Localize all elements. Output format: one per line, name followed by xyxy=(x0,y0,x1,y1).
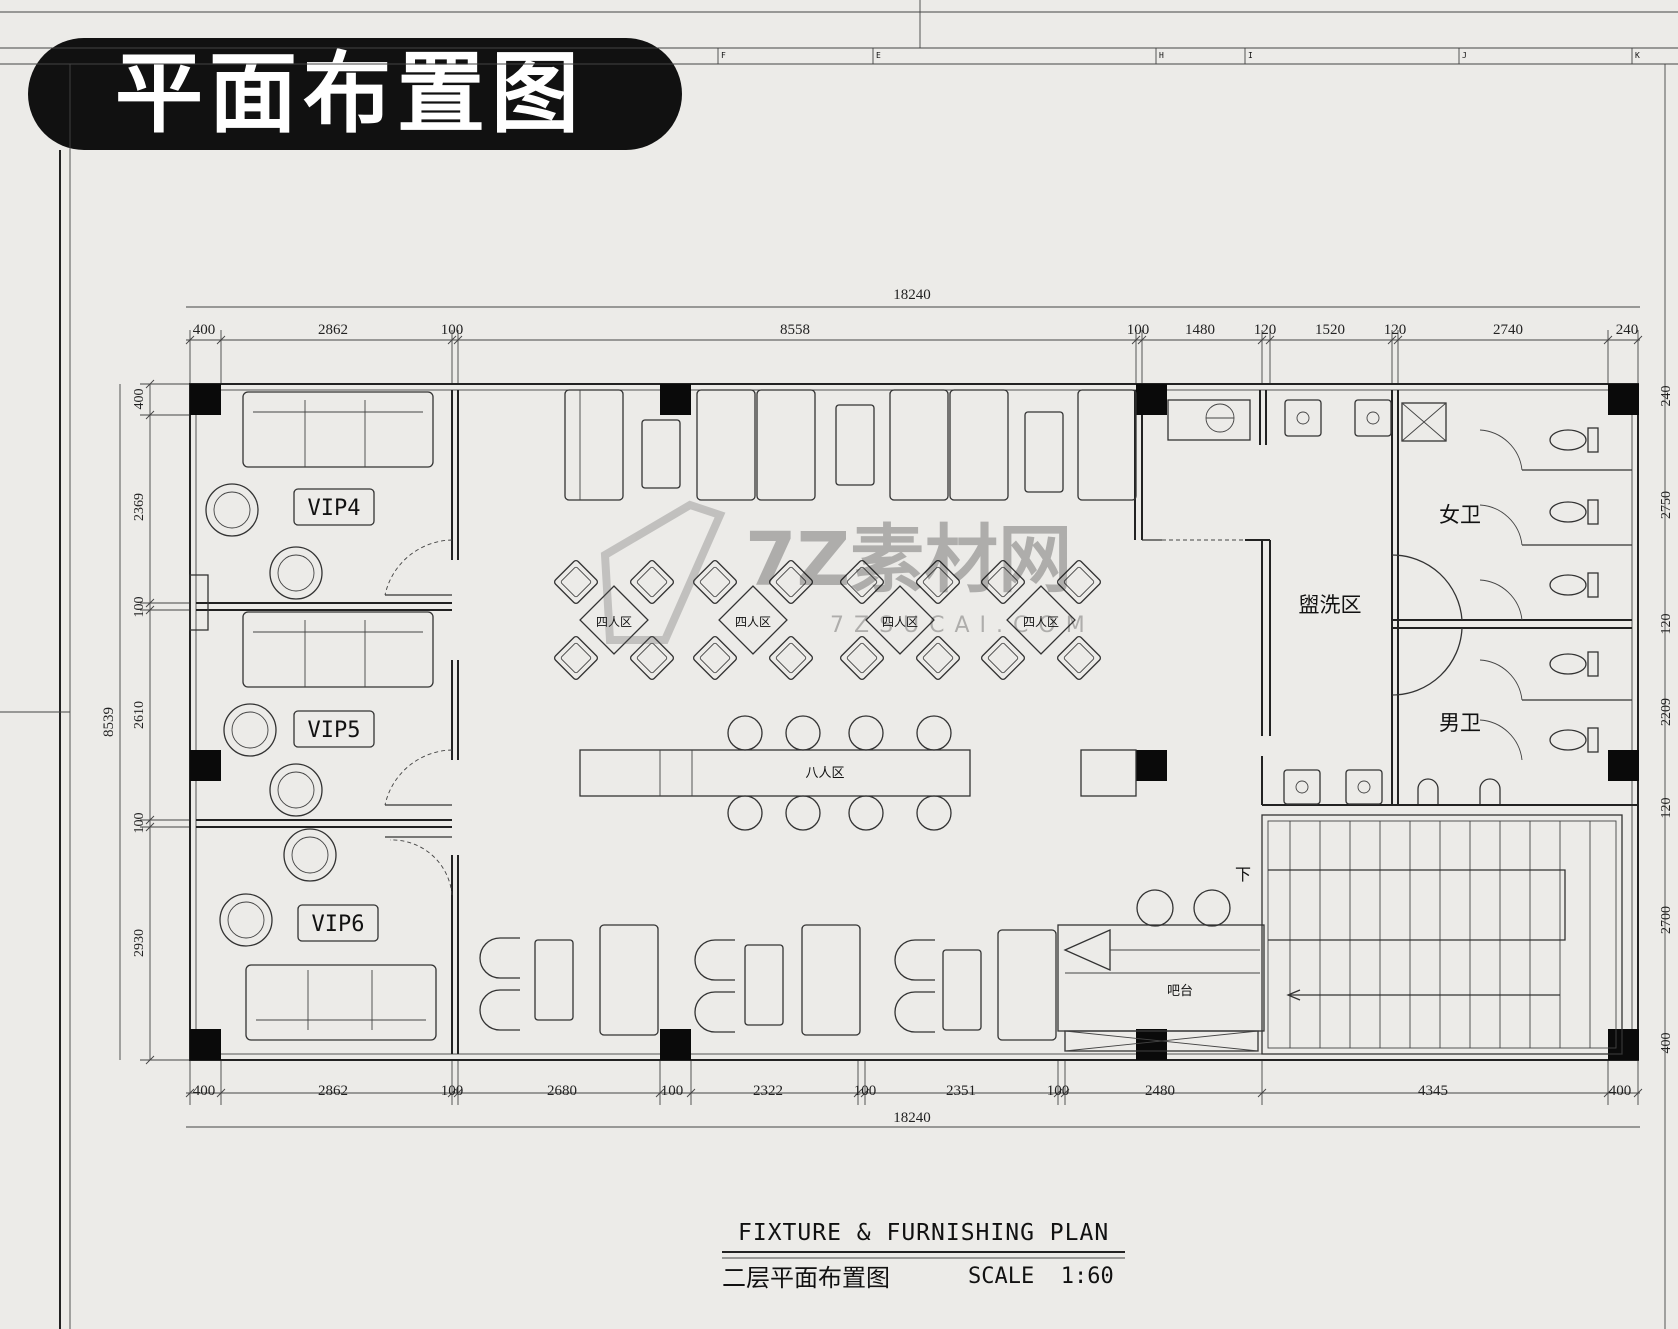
dim-label: 2700 xyxy=(1659,906,1674,934)
toilet xyxy=(1549,427,1599,453)
zone-label-four-2: 四人区 xyxy=(735,615,771,629)
dim-label: 2351 xyxy=(946,1083,976,1099)
dim-label: 2610 xyxy=(132,701,147,729)
zone-label-eight: 八人区 xyxy=(805,766,844,781)
bar-label: 吧台 xyxy=(1167,984,1193,999)
toilet xyxy=(1549,572,1599,598)
dim-label: 100 xyxy=(1047,1083,1070,1099)
grid-letter: F xyxy=(721,51,726,60)
dim-label: 100 xyxy=(1127,322,1150,338)
dim-bottom-total: 18240 xyxy=(893,1110,931,1126)
dim-label: 2480 xyxy=(1145,1083,1175,1099)
four-seat-table xyxy=(980,559,1102,681)
dim-label: 400 xyxy=(1609,1083,1632,1099)
dim-label: 120 xyxy=(1254,322,1277,338)
toilet xyxy=(1549,651,1599,677)
room-label-mens: 男卫 xyxy=(1439,711,1481,735)
watermark-sub: 7ZSUCAI.COM xyxy=(830,613,1095,638)
toilet xyxy=(1549,499,1599,525)
bar-counter xyxy=(1057,889,1265,1052)
dim-label: 2322 xyxy=(753,1083,783,1099)
dim-label: 240 xyxy=(1616,322,1639,338)
dim-label: 100 xyxy=(661,1083,684,1099)
dimension-labels: 400 2862 100 8558 100 1480 120 1520 120 2740 240 40… xyxy=(132,322,1674,1099)
dim-label: 2369 xyxy=(132,493,147,521)
dim-label: 2680 xyxy=(547,1083,577,1099)
four-seat-table xyxy=(553,559,675,681)
grid-letter: H xyxy=(1159,51,1164,60)
watermark: 7Z素材网 7ZSUCAI.COM xyxy=(600,500,1095,644)
dim-label: 2740 xyxy=(1493,322,1523,338)
dim-label: 8558 xyxy=(780,322,810,338)
dim-label: 2209 xyxy=(1659,698,1674,726)
dim-left-total: 8539 xyxy=(101,707,117,737)
dim-label: 120 xyxy=(1659,614,1674,635)
four-seat-table xyxy=(839,559,961,681)
room-label-womens: 女卫 xyxy=(1439,503,1481,527)
exterior-walls xyxy=(189,383,1639,1061)
dim-label: 100 xyxy=(132,813,147,834)
dim-label: 400 xyxy=(193,1083,216,1099)
grid-letter: J xyxy=(1462,51,1467,60)
four-seat-table xyxy=(692,559,814,681)
dim-label: 2750 xyxy=(1659,491,1674,519)
staircase xyxy=(1261,814,1623,1055)
room-label-vip4: VIP4 xyxy=(308,496,361,521)
banner-title: 平面布置图 xyxy=(115,42,586,145)
zone-label-four-4: 四人区 xyxy=(1023,615,1059,629)
dim-label: 120 xyxy=(1659,798,1674,819)
zone-label-four-3: 四人区 xyxy=(882,615,918,629)
dim-label: 400 xyxy=(132,389,147,410)
plan-scale: SCALE 1:60 xyxy=(968,1264,1114,1289)
room-label-wash: 盥洗区 xyxy=(1299,593,1362,617)
dim-top-total: 18240 xyxy=(893,287,931,303)
dim-label: 100 xyxy=(132,597,147,618)
dim-label: 2930 xyxy=(132,929,147,957)
dim-label: 400 xyxy=(1659,1033,1674,1054)
dim-label: 4345 xyxy=(1418,1083,1448,1099)
title-banner xyxy=(28,38,682,150)
structural-columns xyxy=(190,384,1639,1060)
four-seat-tables xyxy=(553,559,1102,681)
hall-furniture xyxy=(479,389,1137,1041)
grid-letter: K xyxy=(1635,51,1640,60)
toilet xyxy=(1549,727,1599,753)
dim-label: 1520 xyxy=(1315,322,1345,338)
dim-label: 100 xyxy=(441,322,464,338)
room-label-vip5: VIP5 xyxy=(308,718,361,743)
dimension-ticks xyxy=(140,330,1643,1105)
dim-label: 2862 xyxy=(318,322,348,338)
dim-label: 1480 xyxy=(1185,322,1215,338)
dim-label: 400 xyxy=(193,322,216,338)
dim-label: 2862 xyxy=(318,1083,348,1099)
room-label-vip6: VIP6 xyxy=(312,912,365,937)
grid-letter: E xyxy=(876,51,881,60)
dim-label: 240 xyxy=(1659,386,1674,407)
plan-subtitle: 二层平面布置图 xyxy=(722,1264,890,1292)
vip-furniture xyxy=(205,391,437,1041)
dim-label: 100 xyxy=(854,1083,877,1099)
stair-down-mark: 下 xyxy=(1235,865,1251,884)
watermark-main: 7Z素材网 xyxy=(745,517,1072,603)
dim-label: 120 xyxy=(1384,322,1407,338)
grid-letter: I xyxy=(1248,51,1253,60)
zone-label-four-1: 四人区 xyxy=(596,615,632,629)
dim-label: 100 xyxy=(441,1083,464,1099)
washroom-fixtures xyxy=(1167,399,1599,805)
dimension-lines xyxy=(119,306,1640,1128)
plan-title: FIXTURE & FURNISHING PLAN xyxy=(738,1220,1109,1246)
